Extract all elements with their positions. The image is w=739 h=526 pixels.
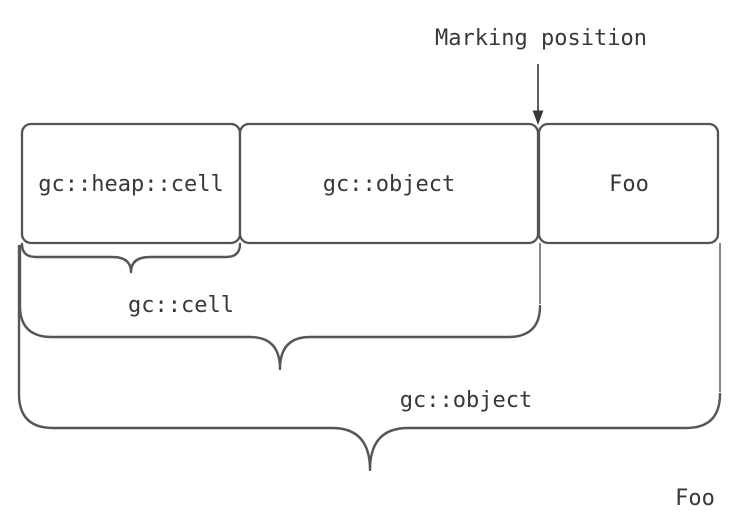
box-gc-heap-cell-label: gc::heap::cell xyxy=(38,172,223,197)
box-foo xyxy=(537,122,720,245)
brace-foo xyxy=(17,244,722,472)
box-gc-object-label: gc::object xyxy=(323,172,455,197)
brace-gc-cell xyxy=(20,242,242,274)
marking-annotation: Marking position xyxy=(435,26,647,125)
marking-arrowhead-icon xyxy=(532,110,544,125)
marking-arrow-icon xyxy=(532,64,544,125)
memory-boxes: gc::heap::cell gc::object Foo xyxy=(20,122,720,245)
brace-gc-object-label: gc::object xyxy=(400,388,532,413)
brace-gc-cell-label: gc::cell xyxy=(128,293,234,318)
brace-foo-label: Foo xyxy=(675,486,715,511)
extent-braces: gc::cell gc::object Foo xyxy=(17,242,722,511)
box-foo-label: Foo xyxy=(609,172,649,197)
brace-gc-object xyxy=(18,244,542,371)
marking-position-label: Marking position xyxy=(435,26,647,51)
